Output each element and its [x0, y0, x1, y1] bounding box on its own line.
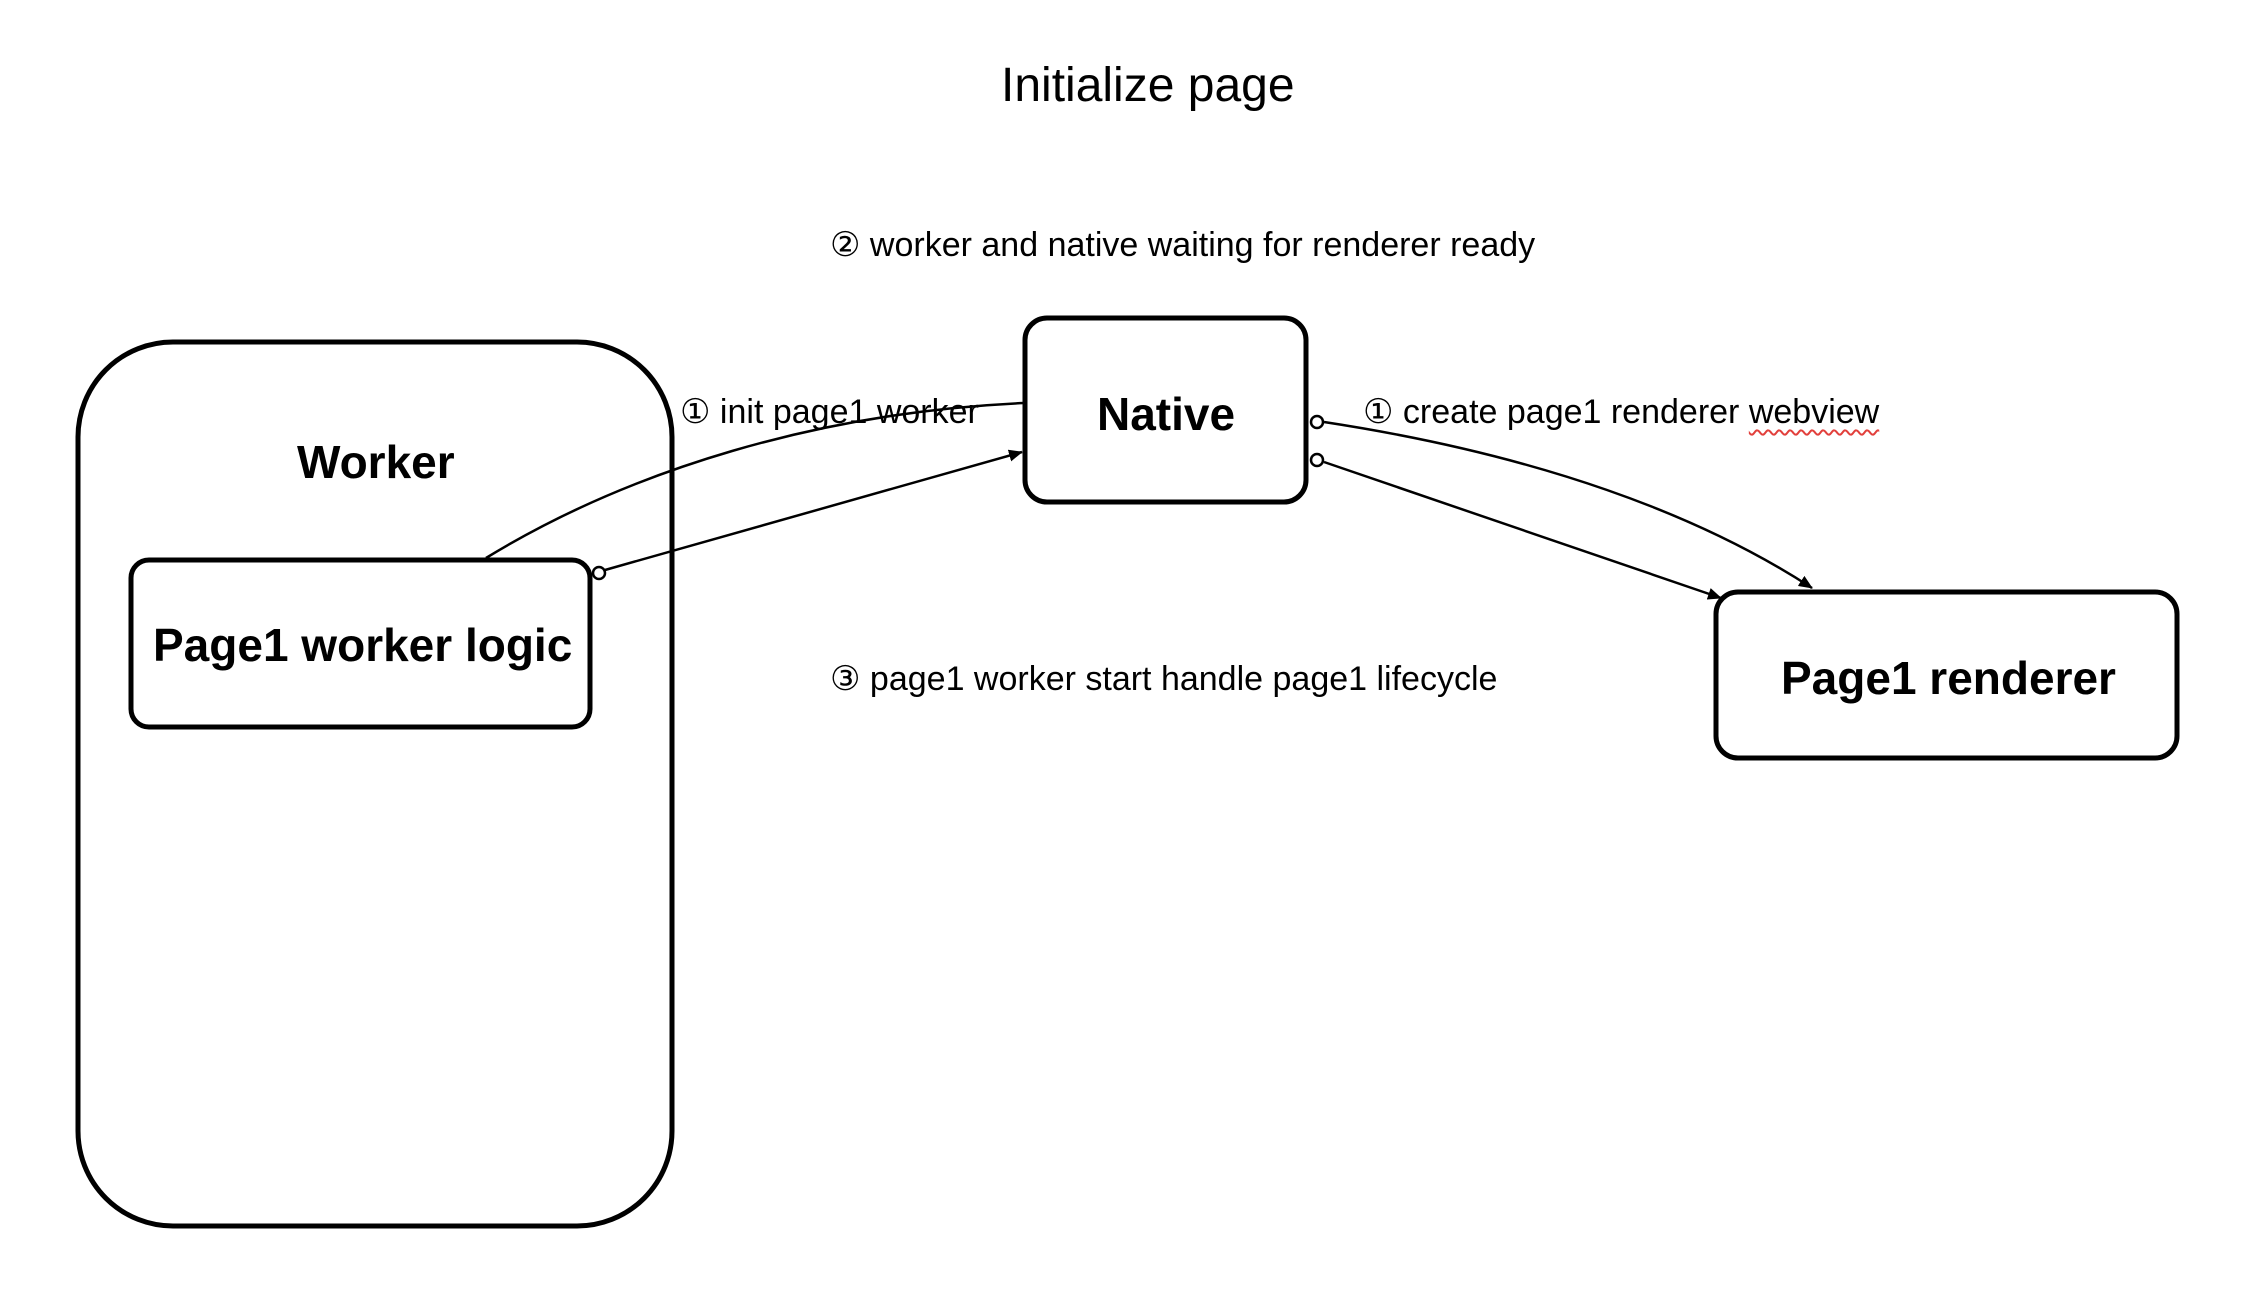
- connector-origin-circle: [1309, 452, 1325, 468]
- native-label: Native: [1097, 388, 1236, 440]
- step1-init-note: ① init page1 worker: [680, 393, 979, 431]
- step2-waiting-note: ② worker and native waiting for renderer…: [830, 226, 1536, 264]
- connector-origin-circle: [591, 565, 607, 581]
- worker-container-box: [75, 339, 675, 1229]
- page1-renderer-label: Page1 renderer: [1781, 652, 2116, 704]
- native-box: [1022, 315, 1309, 505]
- worker-label: Worker: [297, 436, 455, 488]
- page1-renderer-box: [1713, 589, 2180, 761]
- page1-worker-logic-label: Page1 worker logic: [153, 619, 573, 671]
- connector-worker-to-native: [604, 449, 1023, 572]
- connector-origin-circle: [1309, 414, 1325, 430]
- connector-init-page1-worker: [485, 401, 1025, 560]
- connector-create-renderer-webview: [1323, 420, 1813, 590]
- connector-native-to-renderer: [1323, 460, 1722, 600]
- diagram-title: Initialize page: [1001, 59, 1295, 112]
- spellcheck-flagged-word: webview: [1748, 393, 1880, 431]
- step1-create-note: ① create page1 renderer webview: [1363, 395, 1879, 429]
- step1-create-text: ① create page1 renderer: [1363, 393, 1749, 431]
- step3-lifecycle-note: ③ page1 worker start handle page1 lifecy…: [830, 660, 1498, 698]
- page1-worker-logic-box: [128, 557, 593, 730]
